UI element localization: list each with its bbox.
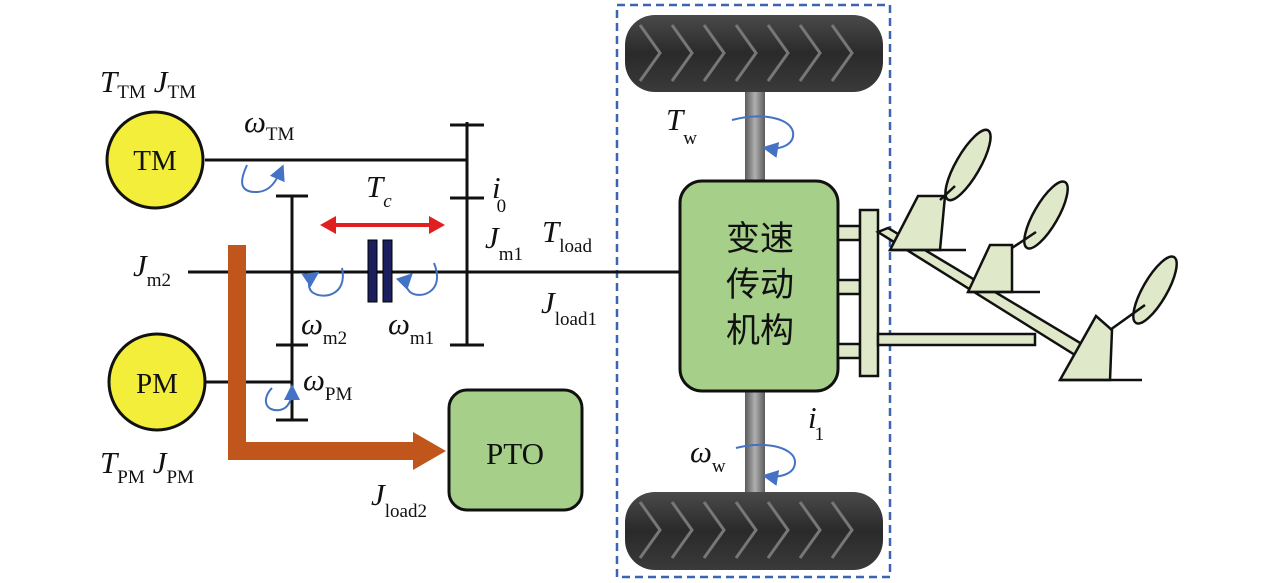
pto-label: PTO xyxy=(486,436,544,471)
axle-region-border xyxy=(615,3,892,579)
transmission-line-1: 变速 xyxy=(726,219,794,259)
jload2-label: Jload2 xyxy=(371,477,427,522)
pto-box xyxy=(447,388,584,512)
tm-motor-label: TM xyxy=(133,145,177,177)
gear-ratio-i1-label: i1 xyxy=(808,400,824,445)
tload-label: Tload xyxy=(542,214,592,257)
plow-implement-icon xyxy=(836,128,1178,382)
pto-power-flow-arrow xyxy=(228,245,446,470)
clutch-icon xyxy=(367,239,393,303)
pm-speed-label: ωPM xyxy=(303,362,352,405)
pm-motor xyxy=(107,332,207,432)
lower-wheel-icon xyxy=(625,492,883,570)
transmission-line-2: 传动 xyxy=(726,265,794,305)
wm2-label: ωm2 xyxy=(301,306,347,349)
upper-axle-shaft xyxy=(745,88,765,183)
clutch-torque-label: Tc xyxy=(366,169,392,212)
clutch-engage-arrow xyxy=(320,216,445,234)
rotation-arrows xyxy=(241,115,797,486)
wm1-label: ωm1 xyxy=(388,306,434,349)
tw-label: Tw xyxy=(666,102,697,149)
ww-label: ωw xyxy=(690,434,726,477)
tm-speed-label: ωTM xyxy=(244,104,294,145)
transmission-line-3: 机构 xyxy=(726,311,794,351)
upper-wheel-icon xyxy=(625,15,883,92)
jm1-label: Jm1 xyxy=(485,220,523,265)
jm2-label: Jm2 xyxy=(133,248,171,291)
pm-motor-label: PM xyxy=(136,368,178,400)
tm-motor xyxy=(105,110,205,210)
jload1-label: Jload1 xyxy=(541,285,597,330)
